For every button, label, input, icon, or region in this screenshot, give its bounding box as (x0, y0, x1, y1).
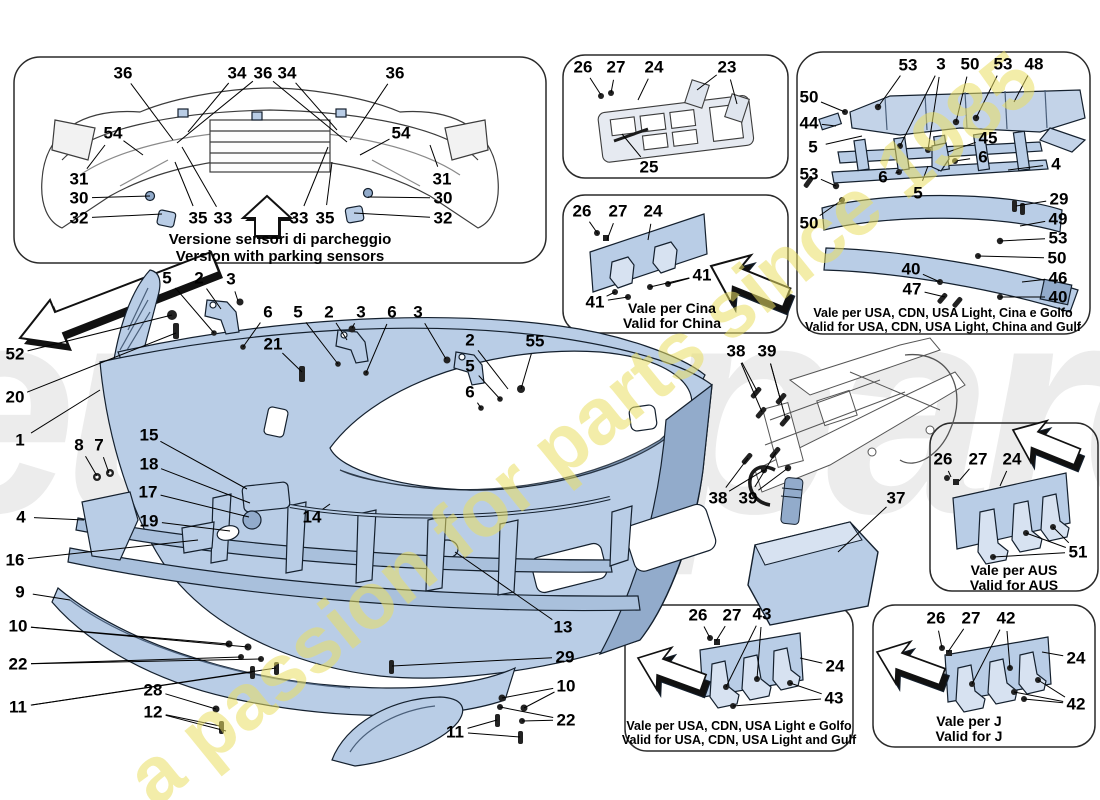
usa-plate-drawing (629, 632, 804, 711)
direction-arrow-main (18, 250, 223, 351)
direction-arrow-aus (1003, 409, 1091, 486)
panel-borders (13, 51, 1099, 752)
up-arrow-icon (240, 194, 294, 239)
main-bumper-drawing (51, 269, 717, 767)
plate-bracket-drawing (597, 79, 755, 163)
bumper-top-view-drawing (41, 87, 499, 239)
japan-plate-drawing (868, 631, 1052, 713)
aus-plate-drawing (944, 409, 1091, 565)
china-plate-drawing (589, 213, 802, 331)
direction-arrow-usa-plate (629, 637, 716, 711)
reinforcement-drawing (803, 89, 1087, 313)
leader-lines (26, 74, 1070, 738)
chassis-frame-drawing (741, 337, 966, 626)
